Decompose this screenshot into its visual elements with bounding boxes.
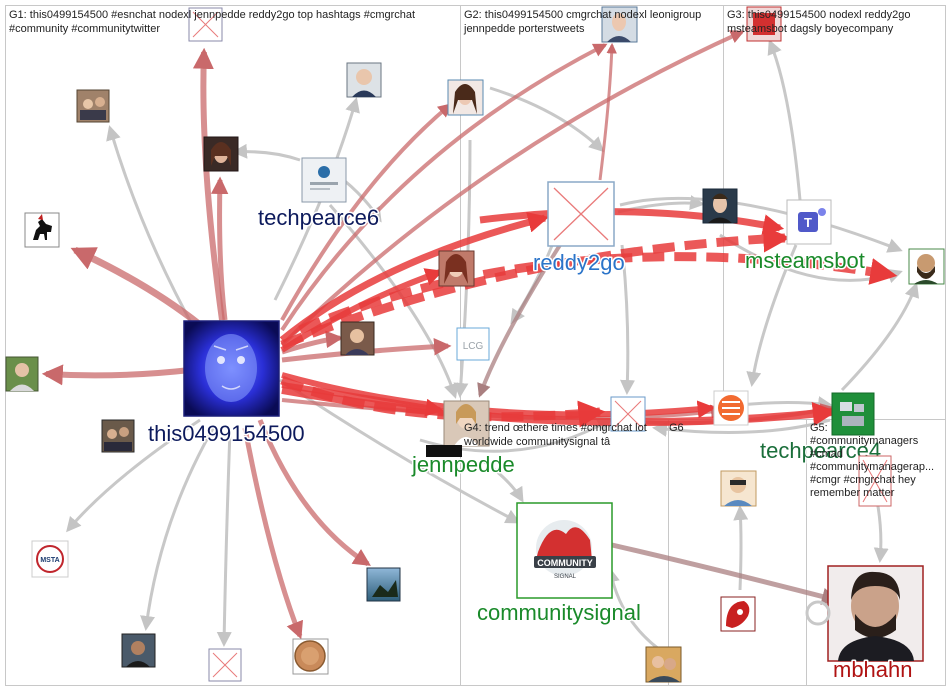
edge — [477, 243, 562, 398]
label-reddy2go: reddy2go — [533, 250, 625, 275]
label-jennpedde: jennpedde — [411, 452, 515, 477]
node-msteamsbot[interactable]: T — [786, 199, 832, 245]
edge — [279, 211, 550, 343]
edge — [66, 418, 201, 533]
node-techpearce4[interactable] — [831, 392, 875, 436]
edge — [279, 378, 521, 524]
edge — [257, 419, 371, 567]
edge — [840, 282, 920, 392]
edge — [298, 252, 898, 335]
node-avatar[interactable] — [702, 188, 738, 224]
edge — [281, 386, 837, 427]
communitysignal-logo-subtext: SIGNAL — [554, 574, 577, 580]
node-avatar[interactable] — [610, 396, 646, 432]
edge — [739, 396, 833, 411]
node-avatar[interactable] — [121, 633, 156, 668]
edge — [70, 246, 203, 328]
node-techpearce6[interactable] — [301, 157, 347, 203]
edge — [242, 427, 304, 640]
node-avatar[interactable] — [346, 62, 382, 98]
node-jennpedde[interactable] — [443, 400, 490, 447]
group-title-g6: G6 — [669, 422, 684, 434]
edge — [41, 364, 191, 386]
svg-text:T: T — [804, 215, 812, 230]
edge — [232, 143, 301, 162]
edge — [140, 424, 217, 631]
edge — [280, 103, 453, 321]
group-title-g5: G5:#communitymanagers#cmad#communitymana… — [810, 422, 934, 499]
node-avatar[interactable] — [188, 7, 223, 42]
group-box-g5 — [806, 419, 946, 686]
label-techpearce6: techpearce6 — [258, 205, 379, 230]
edge — [481, 458, 524, 503]
node-avatar[interactable] — [447, 79, 484, 116]
edges-brown — [477, 243, 840, 605]
edge — [210, 176, 229, 321]
node-avatar[interactable] — [366, 567, 401, 602]
node-avatar[interactable] — [858, 455, 892, 507]
group-titles: G1: this0499154500 #esnchat nodexl jennp… — [9, 9, 934, 499]
edge — [106, 125, 197, 331]
communitysignal-logo-text: COMMUNITY — [537, 558, 593, 568]
node-knight-logo[interactable] — [24, 212, 60, 248]
edge — [479, 208, 785, 236]
node-jennpedde-shadow — [426, 445, 462, 457]
node-avatar[interactable] — [76, 89, 110, 123]
node-avatar[interactable] — [203, 136, 239, 172]
edge — [598, 42, 617, 181]
label-this0499154500: this0499154500 — [148, 421, 305, 446]
node-avatar[interactable] — [340, 321, 375, 356]
node-reddy2go[interactable] — [547, 181, 615, 247]
node-avatar[interactable] — [5, 356, 39, 392]
edge — [489, 86, 605, 153]
edge — [619, 196, 903, 253]
edge — [281, 330, 344, 355]
label-msteamsbot: msteamsbot — [745, 248, 865, 273]
edge — [767, 39, 802, 201]
nodes: this0499154500 techpearce6 reddy2go T ms… — [5, 6, 945, 684]
node-avatar[interactable] — [208, 648, 242, 682]
node-avatar[interactable] — [292, 638, 329, 675]
node-avatar[interactable] — [713, 390, 749, 426]
node-mbhahn[interactable] — [827, 565, 924, 662]
node-avatar[interactable] — [720, 596, 756, 632]
node-avatar[interactable] — [908, 248, 945, 285]
node-communitysignal[interactable]: COMMUNITY SIGNAL — [516, 502, 613, 599]
edge — [328, 204, 459, 399]
edge — [216, 429, 232, 647]
group-title-g2: G2: this0499154500 cmgrchat nodexl leoni… — [463, 9, 701, 35]
edge — [280, 43, 608, 332]
node-avatar[interactable] — [438, 250, 475, 287]
self-loop-marker — [805, 600, 831, 626]
lcg-logo-text: LCG — [463, 341, 484, 352]
label-mbhahn: mbhahn — [833, 657, 913, 682]
edge — [280, 30, 745, 347]
node-lcg[interactable]: LCG — [456, 327, 490, 361]
node-avatar[interactable] — [720, 470, 757, 507]
edge — [611, 542, 840, 605]
node-avatar[interactable] — [746, 6, 782, 42]
msta-logo-text: MSTA — [40, 557, 59, 564]
group-title-g1: G1: this0499154500 #esnchat nodexl jennp… — [9, 9, 415, 35]
node-this0499154500[interactable] — [183, 320, 280, 417]
label-communitysignal: communitysignal — [477, 600, 641, 625]
node-avatar[interactable] — [601, 6, 638, 43]
edge — [192, 47, 225, 321]
edge — [733, 505, 749, 591]
node-avatar[interactable] — [645, 646, 682, 683]
node-avatar[interactable] — [101, 419, 135, 453]
node-msta[interactable]: MSTA — [31, 540, 69, 578]
